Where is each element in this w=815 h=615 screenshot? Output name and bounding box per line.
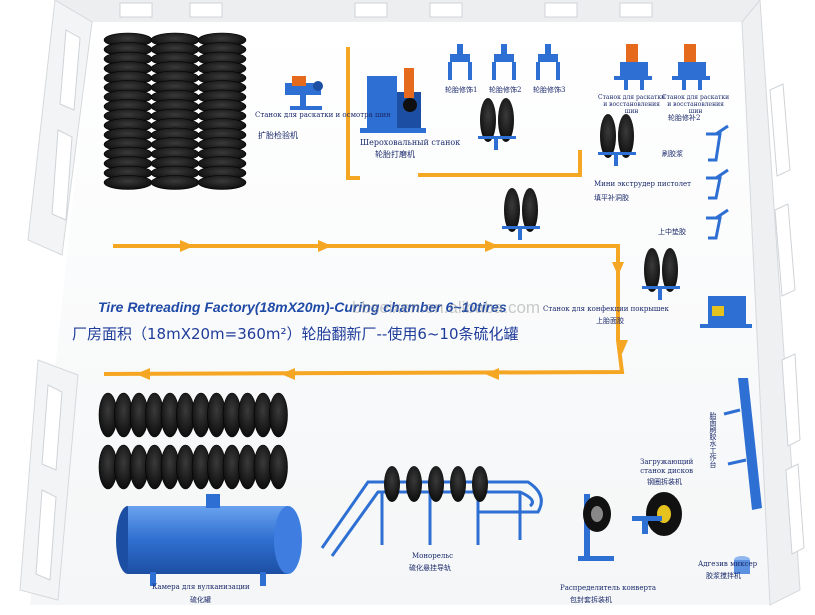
adhesive-mixer-icon	[734, 556, 750, 574]
flow-arrows	[136, 240, 628, 380]
spreader-machines-icon	[614, 44, 710, 90]
rim-loader-machine-icon	[632, 492, 682, 536]
tire-rows-finished	[98, 392, 288, 490]
rack-label-cn: 胎面刷胶水工作台	[709, 412, 717, 468]
envelope-machine-icon	[578, 494, 614, 561]
repair2-label: 轮胎修饰2	[489, 86, 522, 94]
stacked-tire	[150, 175, 200, 190]
builder-label-ru: Станок для конфекции покрышек	[543, 305, 669, 313]
mixer-label-cn: 胶浆搅拌机	[706, 572, 741, 580]
tire-carts-icon	[478, 98, 680, 300]
monorail-icon	[320, 480, 543, 557]
cushion-label: 上中垫胶	[658, 228, 686, 236]
stacked-tire	[103, 175, 153, 190]
title-english: Tire Retreading Factory(18mX20m)-Curing …	[98, 299, 507, 315]
row-tire	[269, 392, 288, 438]
loader-label-cn: 钢圈拆装机	[647, 478, 682, 486]
repair3-label: 轮胎修饰3	[533, 86, 566, 94]
cement-stands-icon	[706, 124, 729, 240]
repair1-label: 轮胎修饰1	[445, 86, 478, 94]
buffer-label-ru: Шероховальный станок	[360, 138, 461, 147]
monorail-label-ru: Монорельс	[412, 552, 454, 560]
loader-label-ru: Загружающий станок дисков	[640, 458, 694, 475]
mixer-label-ru: Адгезив миксер	[698, 560, 758, 568]
expander-label-cn: 扩胎检验机	[258, 131, 298, 140]
row-tire	[269, 444, 288, 490]
spreader1-label-ru: Станок для раскатки и восстановления шин	[598, 94, 666, 115]
title-chinese: 厂房面积（18mX20m=360m²）轮胎翻新厂--使用6~10条硫化罐	[72, 325, 519, 343]
chamber-label-ru: Камера для вулканизации	[152, 583, 250, 591]
tire-stacks-incoming	[103, 32, 247, 190]
tire-expander-machine-icon	[285, 76, 323, 110]
expander-label-ru: Станок для раскатки и осмотра шин	[255, 111, 391, 119]
watermark: bbseixen.en.alibaba.com	[352, 298, 541, 317]
spreader2-label-ru: Станок для раскатки и восстановления шин	[662, 94, 730, 115]
cement-label: 刷胶浆	[662, 150, 683, 158]
stacked-tire	[197, 175, 247, 190]
chamber-label-cn: 硫化罐	[190, 596, 211, 604]
curing-chamber-icon	[116, 494, 302, 586]
tire-buffer-machine-icon	[360, 68, 426, 133]
extruder-label-cn: 填平补洞胶	[594, 194, 629, 202]
monorail-label-cn: 硫化悬挂导轨	[409, 564, 451, 572]
buffer-label-cn: 轮胎打磨机	[375, 150, 415, 159]
repair-stands-icon	[448, 44, 560, 80]
builder-label-cn: 上胎面胶	[596, 317, 624, 325]
monorail-tires	[384, 466, 488, 502]
spreader2-label-cn: 轮胎修补2	[668, 114, 701, 122]
tire-builder-machine-icon	[700, 296, 752, 328]
envelope-label-ru: Распределитель конверта	[560, 584, 657, 592]
envelope-label-cn: 包封套拆装机	[570, 596, 612, 604]
tread-cement-rack-icon	[723, 378, 762, 510]
extruder-label-ru: Мини экструдер пистолет	[594, 180, 692, 188]
